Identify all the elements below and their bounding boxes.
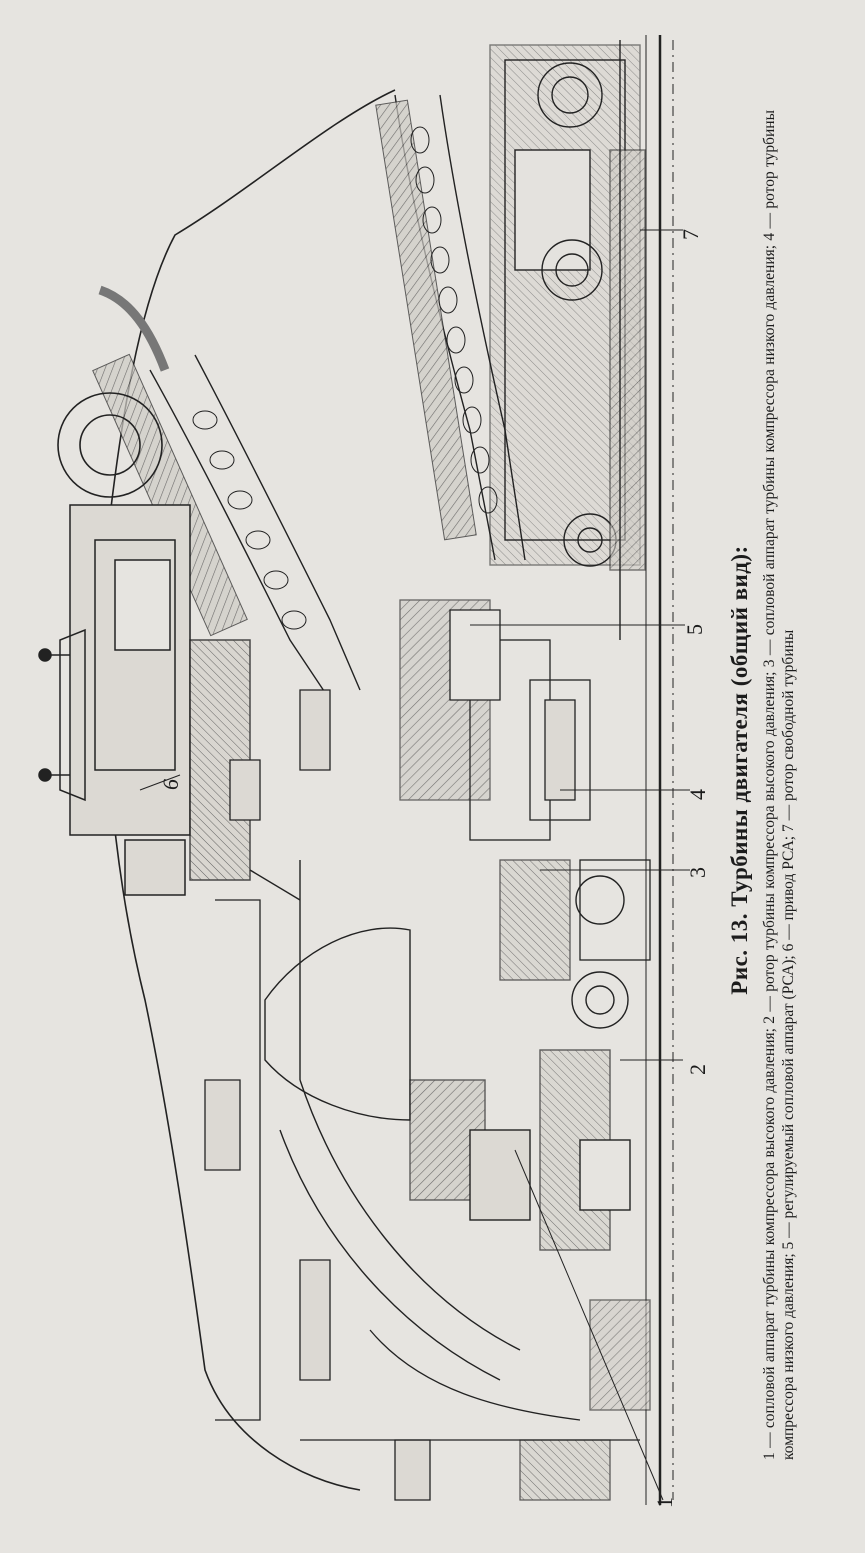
callout-5: 5	[682, 624, 707, 635]
turbine-disks	[229, 599, 651, 981]
figure-legend: 1 — сопловой аппарат турбины компрессора…	[761, 110, 797, 1460]
callout-labels: 1 2 3 4 5 6 7	[158, 229, 710, 1508]
free-turbine-rotor-assembly	[489, 40, 646, 640]
callout-4: 4	[685, 789, 710, 800]
callout-7: 7	[678, 229, 703, 240]
callout-3: 3	[685, 867, 710, 878]
figure-caption: Рис. 13. Турбины двигателя (общий вид): …	[726, 40, 798, 1500]
callout-1: 1	[652, 1497, 677, 1508]
shaft-axis	[645, 35, 674, 1505]
front-struts	[204, 899, 640, 1501]
callout-2: 2	[685, 1064, 710, 1075]
figure-title: Рис. 13. Турбины двигателя (общий вид):	[727, 545, 752, 995]
hp-turbine-section	[249, 860, 651, 1411]
flange-ring	[57, 285, 170, 498]
callout-6: 6	[158, 779, 183, 790]
callout-leaders	[139, 229, 690, 1501]
